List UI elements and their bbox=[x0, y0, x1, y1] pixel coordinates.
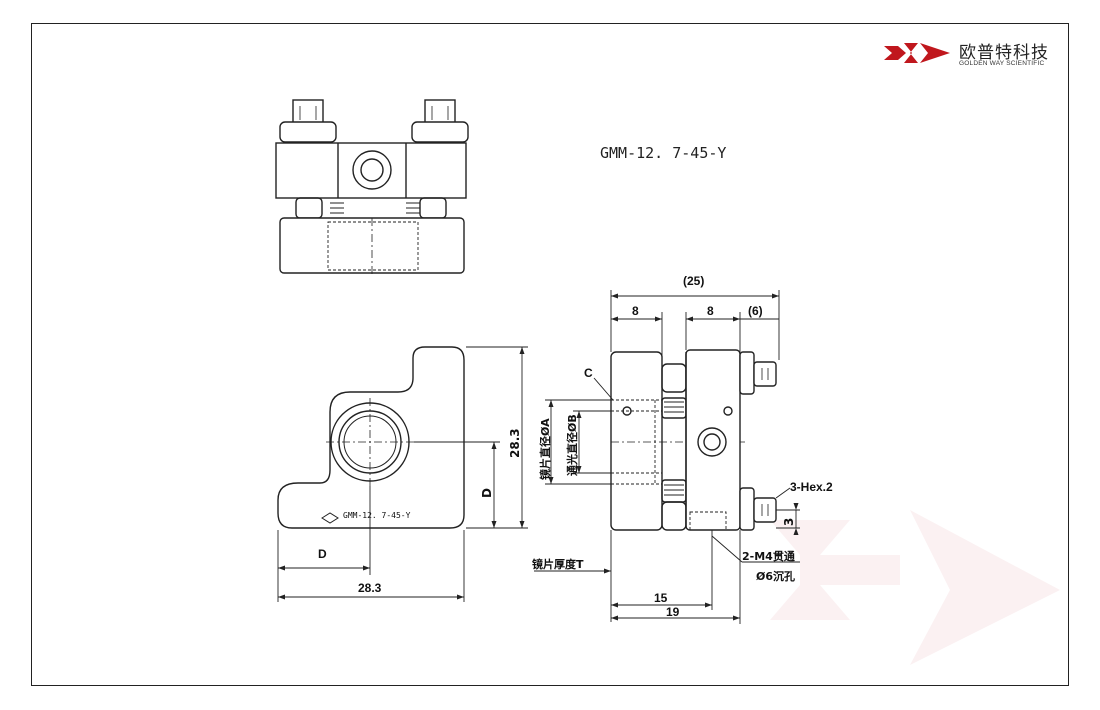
watermark-logo bbox=[770, 510, 1060, 665]
dim-width: 28.3 bbox=[358, 581, 382, 595]
dim-seg3: (6) bbox=[748, 304, 763, 318]
dim-screw: 3-Hex.2 bbox=[790, 480, 833, 494]
dim-d-horizontal: D bbox=[318, 547, 327, 561]
top-view bbox=[275, 99, 469, 276]
brand-logo: 欧普特科技 GOLDEN WAY SCIENTIFIC bbox=[884, 38, 1064, 78]
brand-mark-icon bbox=[884, 43, 950, 63]
drawing-frame bbox=[31, 23, 1069, 686]
dim-thread: 2-M4贯通 bbox=[742, 550, 795, 563]
body-engraving: GMM-12. 7-45-Y bbox=[343, 511, 411, 520]
dim-seg1: 8 bbox=[632, 304, 639, 318]
brand-name-cn: 欧普特科技 bbox=[959, 43, 1049, 63]
dim-counterbore: Ø6沉孔 bbox=[756, 570, 796, 583]
brand-name-en: GOLDEN WAY SCIENTIFIC bbox=[959, 60, 1045, 67]
side-view bbox=[610, 349, 777, 531]
dim-c-label: C bbox=[584, 366, 593, 380]
dimension-arrows bbox=[278, 293, 799, 621]
dim-15: 15 bbox=[654, 591, 668, 605]
dim-19: 19 bbox=[666, 605, 680, 619]
dim-thickness: 镜片厚度T bbox=[532, 558, 584, 571]
model-title: GMM-12. 7-45-Y bbox=[600, 144, 727, 162]
dim-dia-b: 通光直径ØB bbox=[566, 414, 579, 476]
dimension-lines bbox=[277, 290, 800, 624]
front-view bbox=[277, 346, 465, 529]
dim-three: 3 bbox=[782, 517, 796, 526]
dim-seg2: 8 bbox=[707, 304, 714, 318]
dim-overall-depth: (25) bbox=[683, 274, 705, 288]
dim-height: 28.3 bbox=[508, 428, 522, 458]
dim-d-vertical: D bbox=[480, 488, 494, 498]
dim-dia-a: 镜片直径ØA bbox=[539, 418, 552, 480]
